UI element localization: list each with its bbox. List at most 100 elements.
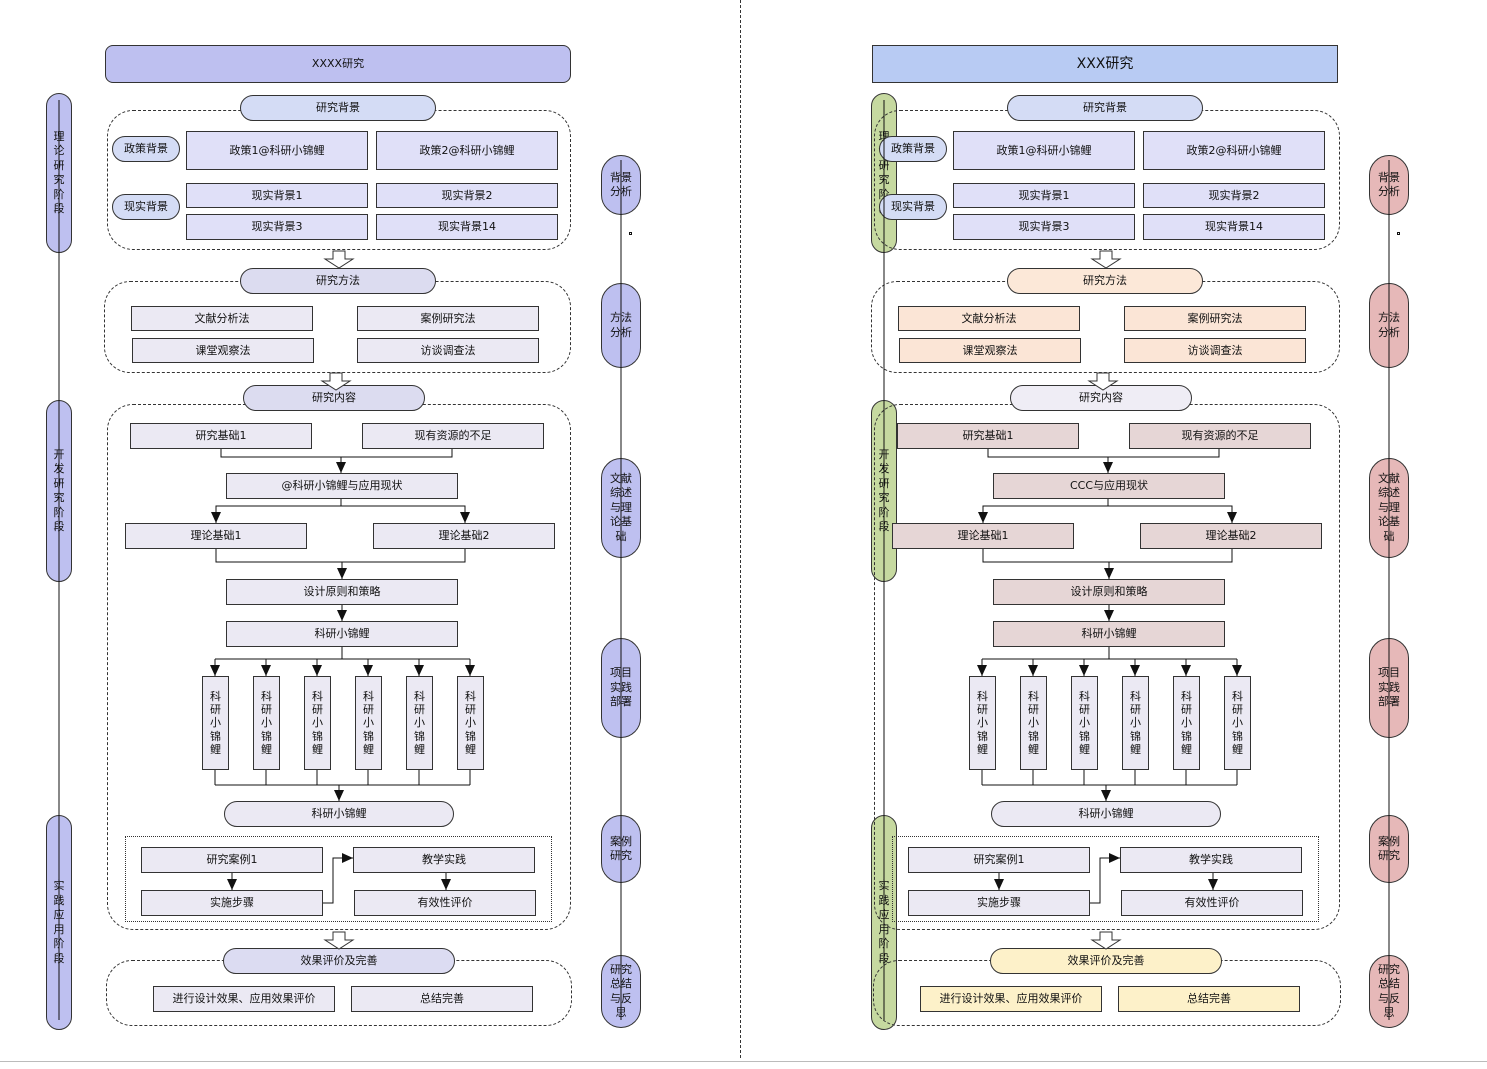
page-divider	[740, 0, 741, 1058]
step-pill-6-label: 研究总结与反思	[610, 962, 632, 1020]
flow-arrow-icon	[1090, 250, 1122, 269]
sub-module-box-6: 科研小锦鲤	[457, 676, 484, 770]
diagram-title: XXXX研究	[105, 45, 571, 83]
steps-box-label: 实施步骤	[977, 896, 1021, 910]
basis-box-label: 研究基础1	[195, 429, 247, 443]
sub-module-box-2-label: 科研小锦鲤	[261, 690, 272, 756]
step-pill-1-label: 背景分析	[610, 170, 632, 199]
reality-box-4-label: 现实背景14	[438, 220, 496, 234]
sub-module-box-3: 科研小锦鲤	[1071, 676, 1098, 770]
sub-module-box-4-label: 科研小锦鲤	[1130, 690, 1141, 756]
reality-box-4: 现实背景14	[1143, 214, 1325, 240]
flow-arrow-icon	[323, 931, 355, 950]
flow-arrow-icon	[323, 250, 355, 269]
status-box-label: CCC与应用现状	[1069, 479, 1149, 493]
sub-module-box-4: 科研小锦鲤	[355, 676, 382, 770]
design-box: 设计原则和策略	[226, 579, 458, 605]
reality-label-label: 现实背景	[124, 200, 168, 214]
status-box: CCC与应用现状	[993, 473, 1225, 499]
policy-box-1: 政策1@科研小锦鲤	[953, 131, 1135, 170]
step-pill-2-label: 方法分析	[1378, 311, 1400, 339]
reality-label-label: 现实背景	[891, 200, 935, 214]
step-pill-6: 研究总结与反思	[601, 955, 641, 1028]
reality-box-4-label: 现实背景14	[1205, 220, 1263, 234]
reality-box-1: 现实背景1	[186, 183, 368, 208]
step-pill-1: 背景分析	[601, 155, 641, 215]
evaluation-box-label: 有效性评价	[417, 896, 473, 910]
method-box-3-label: 课堂观察法	[195, 343, 251, 357]
gaps-box: 现有资源的不足	[1129, 423, 1311, 449]
page-bottom-edge	[0, 1061, 1487, 1062]
result-pill: 科研小锦鲤	[991, 801, 1221, 827]
sub-module-box-6-label: 科研小锦鲤	[1232, 690, 1243, 756]
step-pill-2: 方法分析	[601, 283, 641, 368]
step-pill-5: 案例研究	[1369, 815, 1409, 883]
step-pill-4: 项目实践部署	[601, 638, 641, 738]
steps-box: 实施步骤	[908, 890, 1090, 916]
theory-box-1: 理论基础1	[892, 523, 1074, 549]
case-box-label: 研究案例1	[206, 853, 258, 867]
theory-box-2-label: 理论基础2	[438, 529, 490, 543]
reality-label: 现实背景	[879, 194, 947, 220]
steps-box: 实施步骤	[141, 890, 323, 916]
evaluate-box-2: 总结完善	[351, 986, 533, 1012]
method-box-1: 文献分析法	[131, 306, 313, 331]
sub-module-box-1-label: 科研小锦鲤	[210, 690, 221, 756]
sub-module-box-4-label: 科研小锦鲤	[363, 690, 374, 756]
stage-pill-2: 开发研究阶段	[46, 400, 72, 582]
evaluate-box-1: 进行设计效果、应用效果评价	[153, 986, 335, 1012]
method-box-3: 课堂观察法	[899, 338, 1081, 363]
stage-pill-3-label: 实践应用阶段	[53, 879, 65, 965]
evaluate-box-2-label: 总结完善	[420, 992, 464, 1006]
step-pill-5: 案例研究	[601, 815, 641, 883]
method-box-1-label: 文献分析法	[194, 311, 250, 325]
methods-header-label: 研究方法	[316, 274, 360, 288]
dot-marker	[1397, 232, 1400, 235]
result-pill-label: 科研小锦鲤	[1078, 807, 1134, 821]
steps-box-label: 实施步骤	[210, 896, 254, 910]
policy-box-2: 政策2@科研小锦鲤	[376, 131, 558, 170]
method-box-1: 文献分析法	[898, 306, 1080, 331]
policy-box-1-label: 政策1@科研小锦鲤	[229, 143, 325, 157]
reality-box-2: 现实背景2	[376, 183, 558, 208]
step-pill-5-label: 案例研究	[1378, 834, 1400, 863]
step-pill-2: 方法分析	[1369, 283, 1409, 368]
policy-label-label: 政策背景	[124, 142, 168, 156]
module-box-label: 科研小锦鲤	[1081, 627, 1137, 641]
sub-module-box-3-label: 科研小锦鲤	[1079, 690, 1090, 756]
step-pill-4-label: 项目实践部署	[1378, 666, 1400, 709]
diagram-title-label: XXX研究	[1076, 55, 1134, 72]
diagram-title-label: XXXX研究	[311, 57, 365, 71]
reality-box-1-label: 现实背景1	[251, 188, 303, 202]
step-pill-6-label: 研究总结与反思	[1378, 962, 1400, 1020]
sub-module-box-1: 科研小锦鲤	[969, 676, 996, 770]
sub-module-box-1-label: 科研小锦鲤	[977, 690, 988, 756]
evaluation-box: 有效性评价	[354, 890, 536, 916]
step-pill-6: 研究总结与反思	[1369, 955, 1409, 1028]
theory-box-1-label: 理论基础1	[190, 529, 242, 543]
method-box-3: 课堂观察法	[132, 338, 314, 363]
sub-module-box-6: 科研小锦鲤	[1224, 676, 1251, 770]
sub-module-box-3-label: 科研小锦鲤	[312, 690, 323, 756]
policy-box-2-label: 政策2@科研小锦鲤	[419, 143, 515, 157]
practice-box: 教学实践	[353, 847, 535, 873]
policy-box-2-label: 政策2@科研小锦鲤	[1186, 143, 1282, 157]
status-box-label: @科研小锦鲤与应用现状	[281, 479, 403, 493]
practice-box-label: 教学实践	[422, 853, 466, 867]
method-box-4-label: 访谈调查法	[420, 343, 476, 357]
method-box-4: 访谈调查法	[357, 338, 539, 363]
theory-box-2: 理论基础2	[373, 523, 555, 549]
content-header-label: 研究内容	[1079, 391, 1123, 405]
evaluate-box-2: 总结完善	[1118, 986, 1300, 1012]
case-study-frame	[125, 836, 552, 922]
method-box-2: 案例研究法	[1124, 306, 1306, 331]
evaluation-box-label: 有效性评价	[1184, 896, 1240, 910]
evaluation-box: 有效性评价	[1121, 890, 1303, 916]
content-header: 研究内容	[1010, 385, 1192, 411]
result-pill-label: 科研小锦鲤	[311, 807, 367, 821]
policy-label-label: 政策背景	[891, 142, 935, 156]
gaps-box-label: 现有资源的不足	[414, 429, 492, 443]
design-box-label: 设计原则和策略	[1070, 585, 1148, 599]
step-pill-3-label: 文献综述与理论基础	[610, 471, 632, 543]
stage-pill-3: 实践应用阶段	[46, 815, 72, 1030]
